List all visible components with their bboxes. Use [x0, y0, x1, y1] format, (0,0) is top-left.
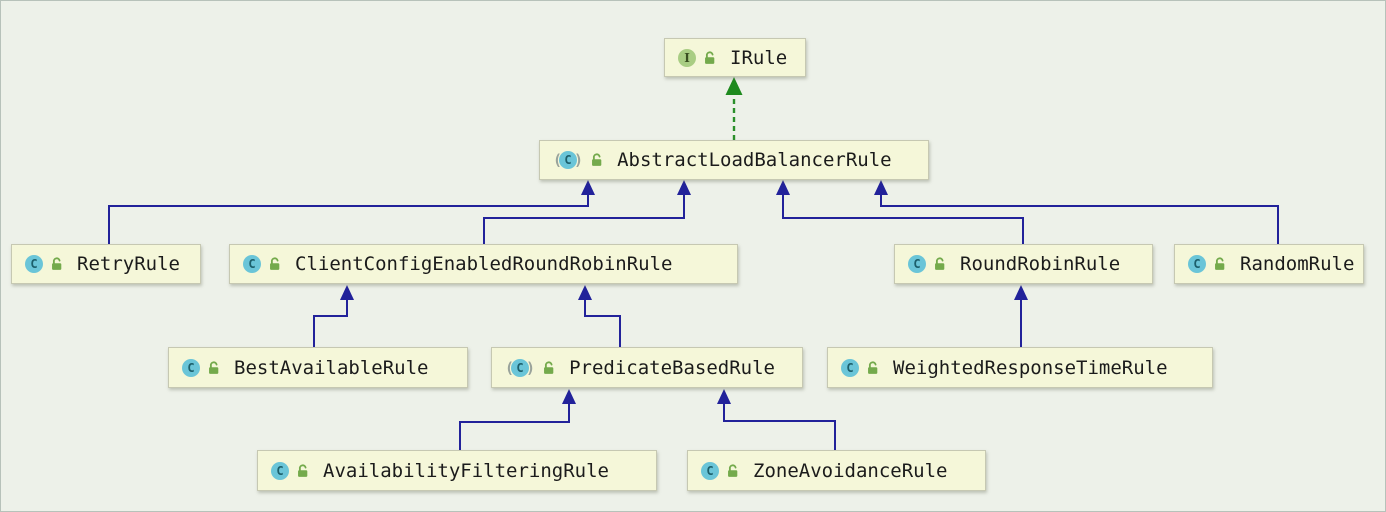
- edge-abstractloadbalancerrule-implements-irule: [725, 77, 743, 140]
- class-node-irule[interactable]: I IRule: [664, 38, 806, 77]
- edge-retryrule-extends: [108, 180, 595, 244]
- class-name-label: WeightedResponseTimeRule: [893, 356, 1168, 379]
- class-name-label: IRule: [730, 46, 788, 69]
- class-icon: C: [271, 461, 289, 480]
- abstract-class-icon: ( C ): [553, 151, 584, 169]
- class-name-label: BestAvailableRule: [234, 356, 429, 379]
- class-icon: C: [182, 358, 200, 377]
- class-node-randomrule[interactable]: C RandomRule: [1174, 244, 1364, 284]
- class-name-label: ClientConfigEnabledRoundRobinRule: [295, 253, 673, 275]
- class-icon: C: [701, 461, 719, 480]
- class-node-clientconfigenabledroundrobinrule[interactable]: C ClientConfigEnabledRoundRobinRule: [229, 244, 738, 284]
- public-lock-icon: [1213, 257, 1227, 271]
- class-icon: C: [908, 255, 926, 273]
- class-name-label: AbstractLoadBalancerRule: [617, 149, 892, 171]
- class-icon: C: [841, 358, 859, 377]
- class-node-abstractloadbalancerrule[interactable]: ( C ) AbstractLoadBalancerRule: [539, 140, 929, 180]
- class-node-predicatebasedrule[interactable]: ( C ) PredicateBasedRule: [491, 347, 803, 388]
- class-name-label: RandomRule: [1240, 253, 1355, 275]
- edge-clientconfigenabledroundrobinrule-extends: [483, 180, 691, 244]
- public-lock-icon: [590, 153, 604, 167]
- edge-bestavailablerule-extends: [313, 285, 354, 347]
- class-name-label: PredicateBasedRule: [569, 356, 775, 379]
- class-icon: C: [25, 255, 43, 273]
- public-lock-icon: [726, 463, 740, 478]
- edge-availabilityfilteringrule-extends: [459, 389, 576, 450]
- public-lock-icon: [866, 360, 880, 375]
- class-icon: C: [243, 255, 261, 273]
- class-node-weightedresponsetimerule[interactable]: C WeightedResponseTimeRule: [827, 347, 1213, 388]
- public-lock-icon: [50, 257, 64, 271]
- class-node-availabilityfilteringrule[interactable]: C AvailabilityFilteringRule: [257, 450, 657, 491]
- edge-weightedresponsetimerule-extends: [1014, 285, 1028, 347]
- class-node-bestavailablerule[interactable]: C BestAvailableRule: [168, 347, 468, 388]
- class-name-label: RoundRobinRule: [960, 253, 1121, 275]
- edge-roundrobinrule-extends: [776, 180, 1024, 244]
- public-lock-icon: [542, 360, 556, 375]
- class-name-label: RetryRule: [77, 253, 180, 275]
- public-lock-icon: [296, 463, 310, 478]
- public-lock-icon: [933, 257, 947, 271]
- interface-icon: I: [678, 48, 696, 67]
- class-name-label: AvailabilityFilteringRule: [323, 459, 609, 482]
- public-lock-icon: [268, 257, 282, 271]
- edge-predicatebasedrule-extends: [578, 285, 621, 347]
- edge-randomrule-extends: [874, 180, 1279, 244]
- public-lock-icon: [207, 360, 221, 375]
- class-node-roundrobinrule[interactable]: C RoundRobinRule: [894, 244, 1153, 284]
- class-node-retryrule[interactable]: C RetryRule: [11, 244, 201, 284]
- public-lock-icon: [703, 50, 717, 65]
- class-name-label: ZoneAvoidanceRule: [753, 459, 948, 482]
- class-icon: C: [1188, 255, 1206, 273]
- class-node-zoneavoidancerule[interactable]: C ZoneAvoidanceRule: [687, 450, 986, 491]
- abstract-class-icon: ( C ): [505, 358, 536, 377]
- edge-zoneavoidancerule-extends: [717, 389, 836, 450]
